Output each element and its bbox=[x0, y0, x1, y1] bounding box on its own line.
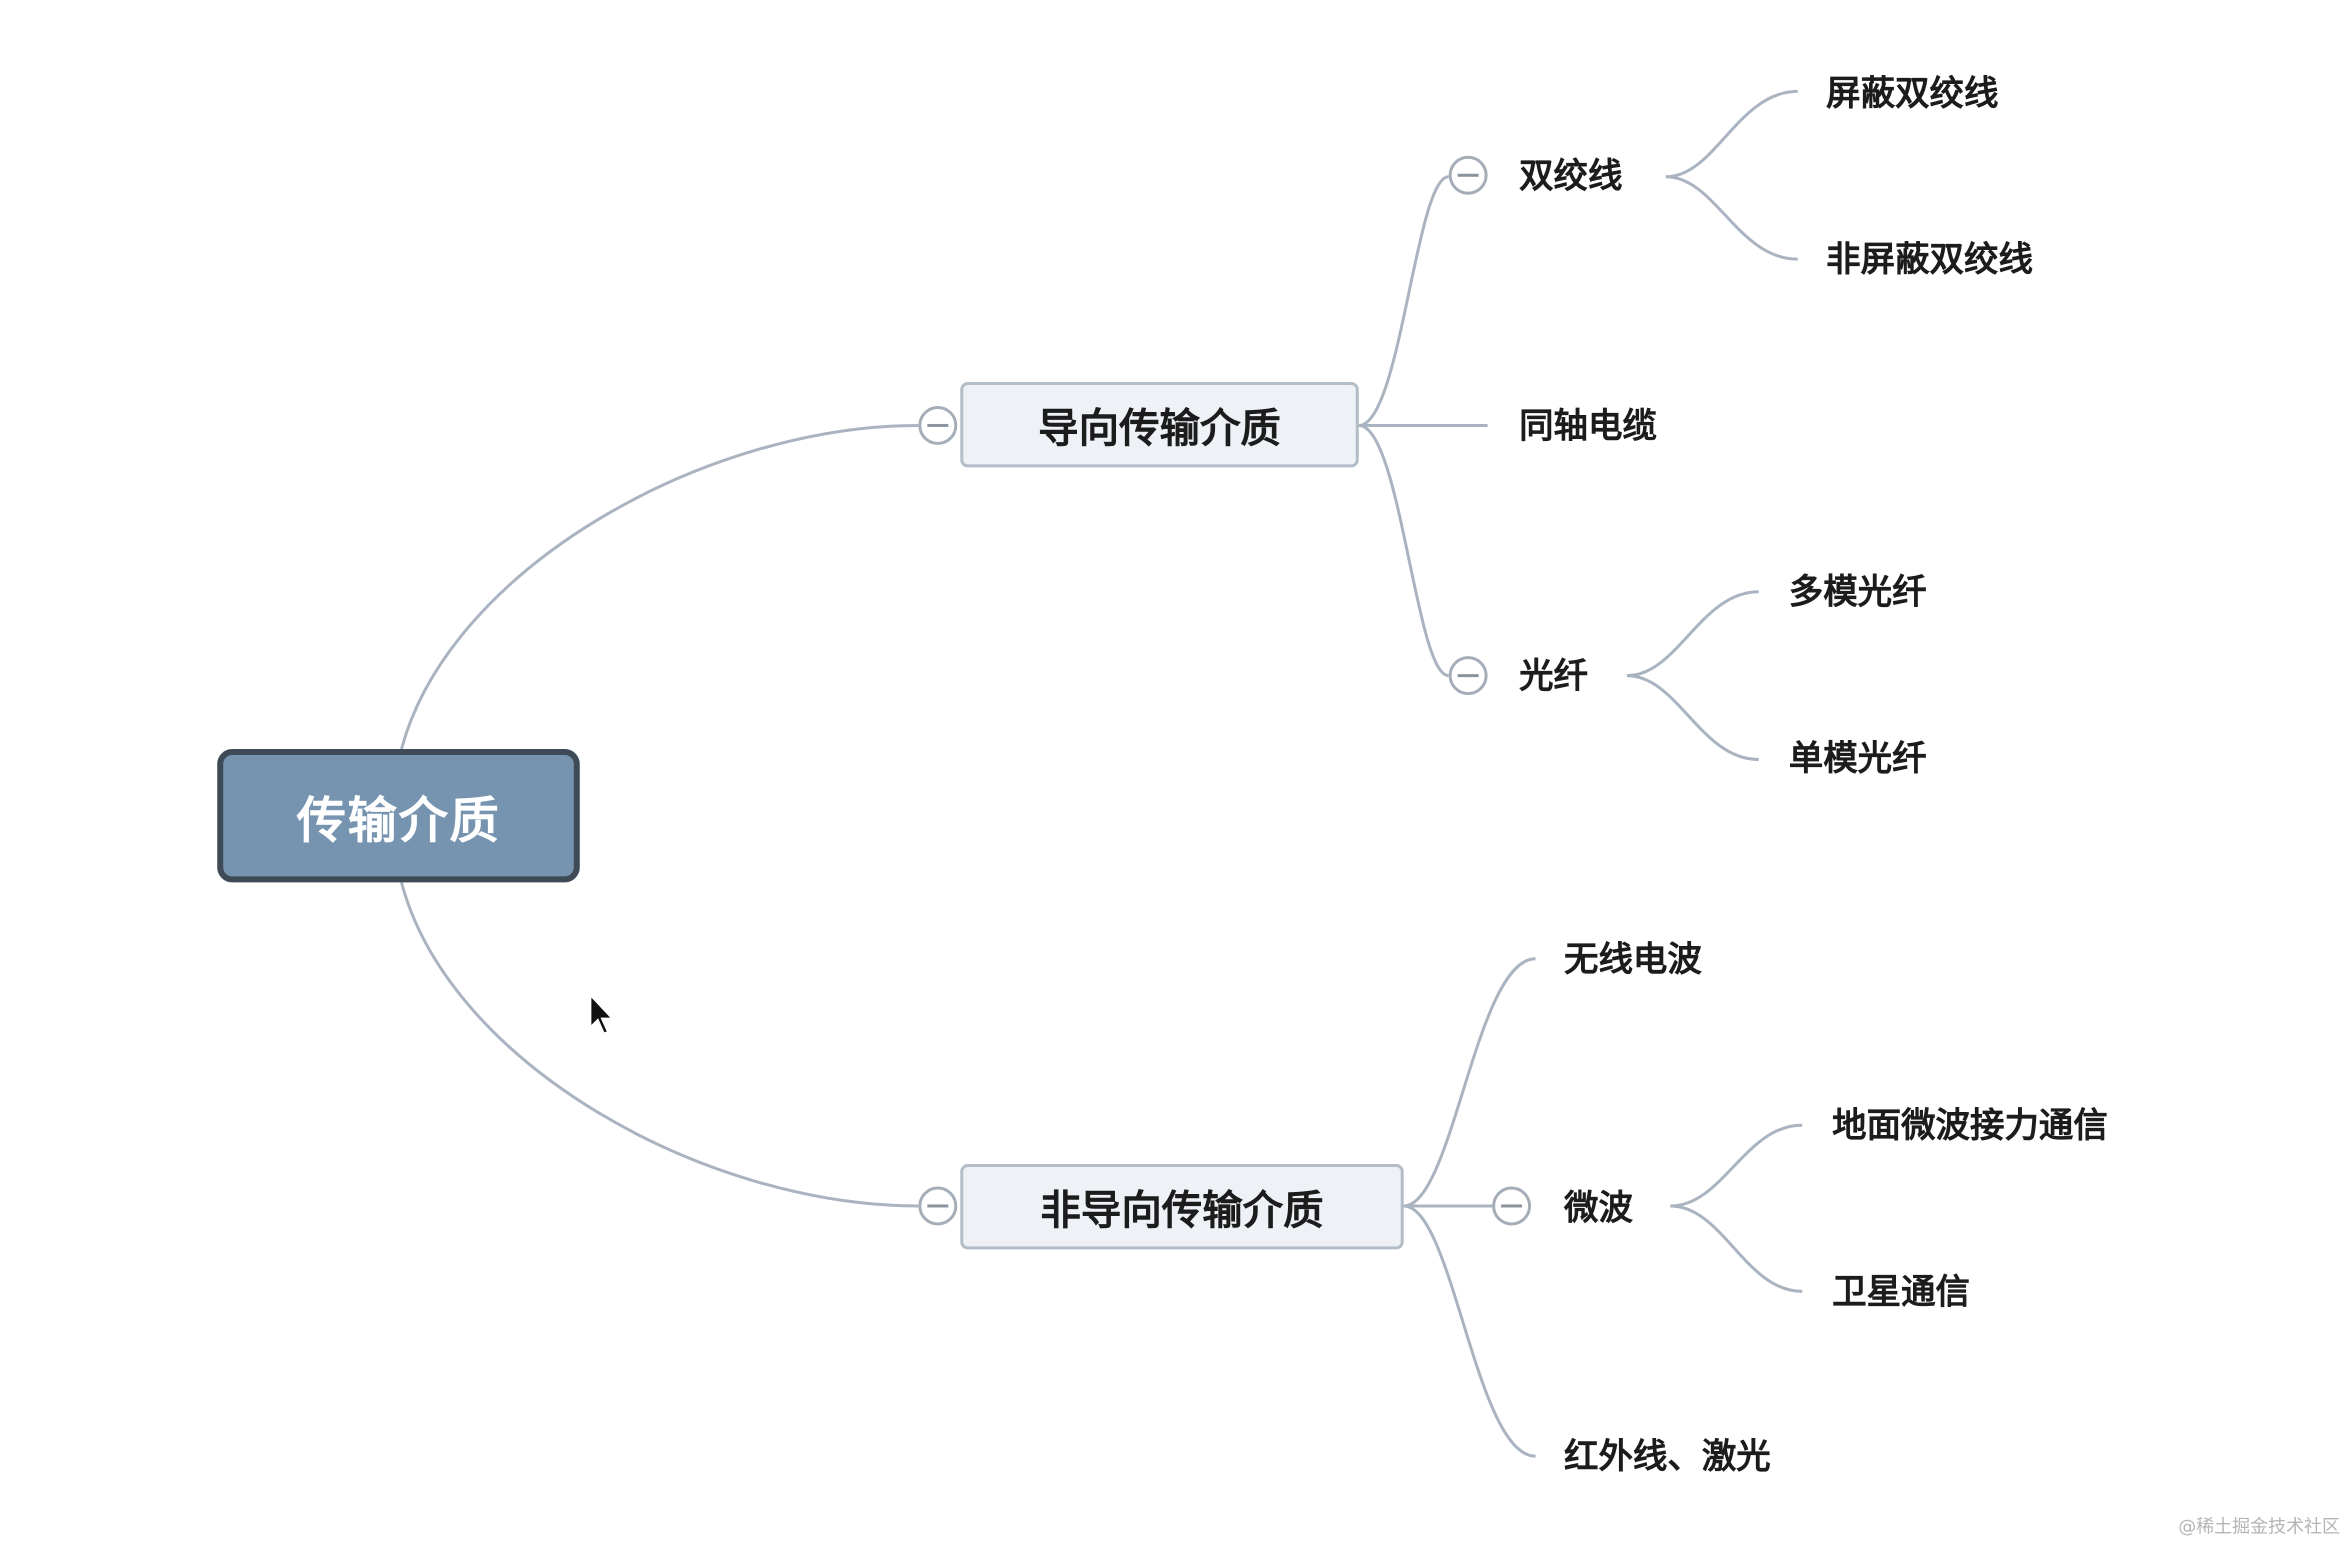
node-infrared-laser[interactable]: 红外线、激光 bbox=[1564, 1438, 1771, 1478]
root-node[interactable]: 传输介质 bbox=[217, 749, 580, 883]
collapse-toggle-fiber[interactable] bbox=[1448, 656, 1488, 696]
collapse-toggle-guided[interactable] bbox=[918, 405, 958, 445]
connector-guided-fiber bbox=[1358, 423, 1450, 678]
node-singlemode-fiber[interactable]: 单模光纤 bbox=[1788, 740, 1927, 780]
connector-twisted-shielded bbox=[1665, 89, 1798, 179]
connector-root-unguided bbox=[400, 881, 919, 1208]
collapse-toggle-twisted-pair[interactable] bbox=[1448, 155, 1488, 195]
node-terrestrial-microwave-relay[interactable]: 地面微波接力通信 bbox=[1832, 1107, 2108, 1147]
node-optical-fiber[interactable]: 光纤 bbox=[1519, 657, 1588, 697]
connector-guided-twisted bbox=[1358, 175, 1450, 427]
node-unshielded-twisted-pair[interactable]: 非屏蔽双绞线 bbox=[1826, 241, 2033, 281]
node-satellite-communication[interactable]: 卫星通信 bbox=[1832, 1273, 1971, 1313]
node-microwave[interactable]: 微波 bbox=[1564, 1189, 1633, 1229]
node-shielded-twisted-pair[interactable]: 屏蔽双绞线 bbox=[1826, 74, 1999, 114]
node-twisted-pair[interactable]: 双绞线 bbox=[1519, 157, 1623, 197]
connector-unguided-infrared bbox=[1403, 1204, 1536, 1458]
node-guided-media[interactable]: 导向传输介质 bbox=[960, 382, 1359, 468]
node-radio-waves[interactable]: 无线电波 bbox=[1564, 940, 1702, 980]
connector-twisted-unshielded bbox=[1665, 175, 1798, 261]
connector-microwave-satellite bbox=[1670, 1204, 1803, 1293]
node-unguided-media[interactable]: 非导向传输介质 bbox=[960, 1164, 1404, 1250]
collapse-toggle-unguided[interactable] bbox=[918, 1186, 958, 1226]
connector-root-guided bbox=[400, 423, 919, 750]
mouse-cursor-icon bbox=[589, 991, 616, 1036]
connector-fiber-multimode bbox=[1626, 590, 1759, 678]
connector-unguided-radio bbox=[1403, 957, 1536, 1208]
collapse-toggle-microwave[interactable] bbox=[1492, 1186, 1532, 1226]
connector-microwave-terrestrial bbox=[1670, 1123, 1803, 1208]
connector-fiber-singlemode bbox=[1626, 674, 1759, 762]
node-coaxial-cable[interactable]: 同轴电缆 bbox=[1519, 407, 1657, 447]
node-multimode-fiber[interactable]: 多模光纤 bbox=[1788, 573, 1927, 613]
watermark: @稀土掘金技术社区 bbox=[2178, 1516, 2341, 1538]
